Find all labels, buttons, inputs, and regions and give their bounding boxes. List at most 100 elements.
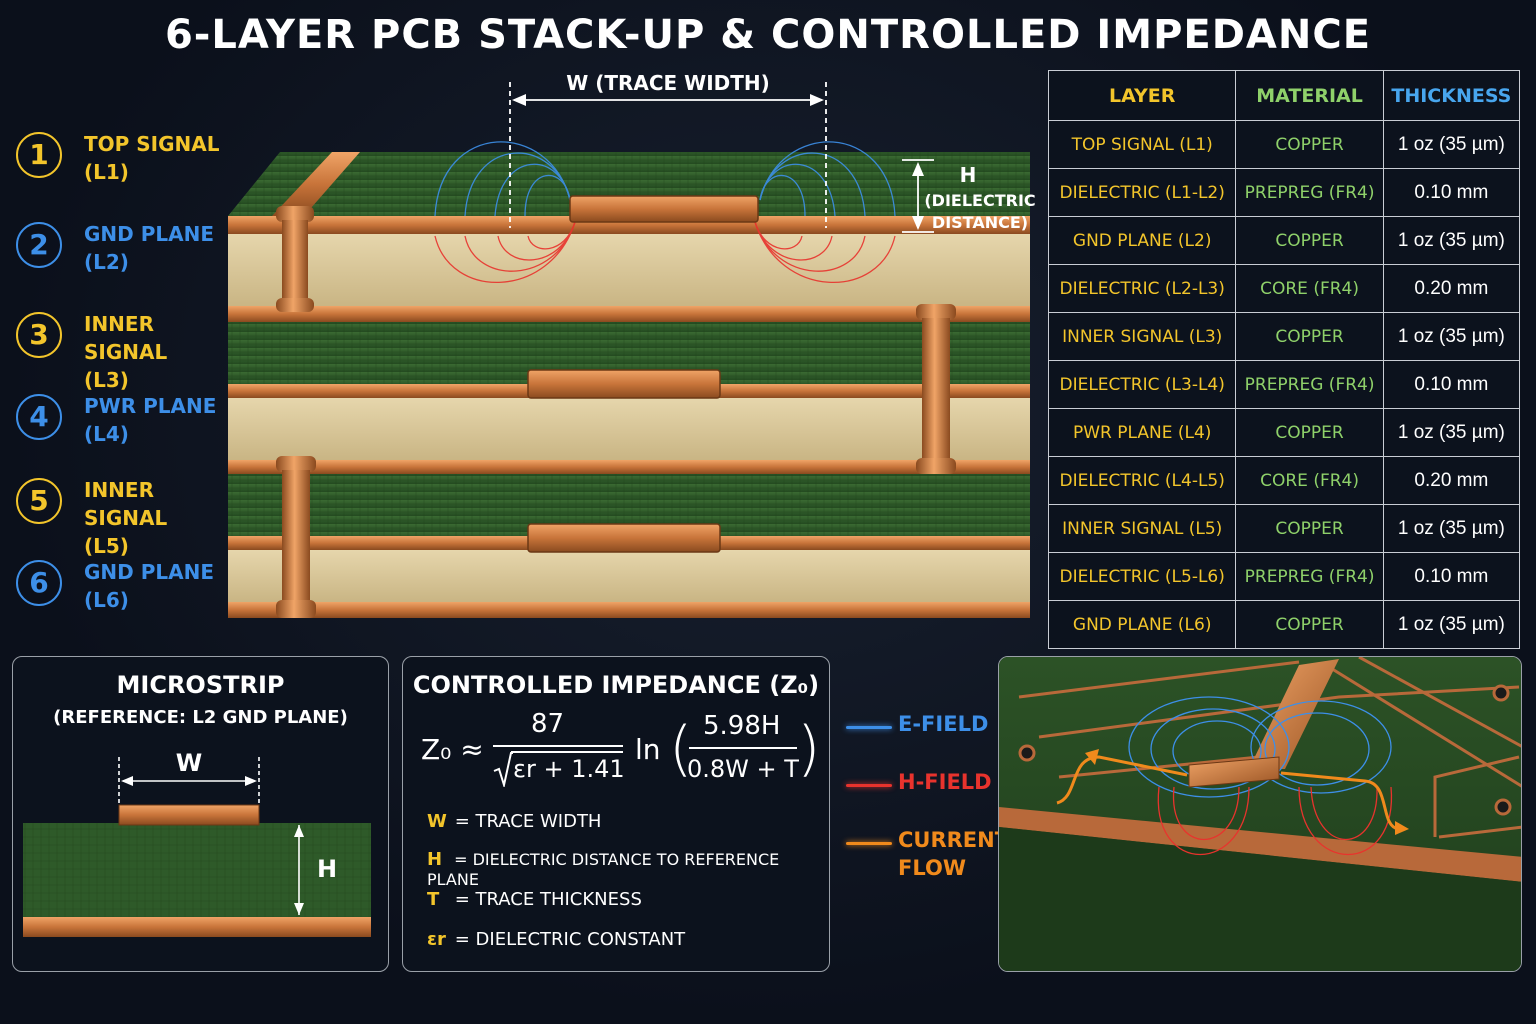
ground-plane (23, 917, 371, 937)
legend-label: INNER SIGNAL (84, 312, 168, 364)
legend-num: 6 (16, 560, 62, 606)
cell-thickness: 0.10 mm (1382, 552, 1521, 601)
legend-sub: (L2) (84, 250, 129, 274)
current-swatch (846, 842, 892, 845)
legend-sub: (L6) (84, 588, 129, 612)
cell-layer: PWR PLANE (L4) (1047, 408, 1237, 457)
cell-layer: DIELECTRIC (L5-L6) (1047, 552, 1237, 601)
cell-material: CORE (FR4) (1235, 264, 1384, 313)
cell-thickness: 1 oz (35 µm) (1382, 408, 1521, 457)
var-desc: = DIELECTRIC DISTANCE TO REFERENCE PLANE (427, 850, 780, 889)
board-side (999, 827, 1521, 971)
legend-sub: (L4) (84, 422, 129, 446)
legend-sub: (L5) (84, 534, 129, 558)
via-cap (276, 206, 314, 222)
arrow-left (121, 776, 133, 786)
var-desc: = DIELECTRIC CONSTANT (454, 929, 686, 950)
via-cap (276, 298, 314, 312)
cell-layer: INNER SIGNAL (L5) (1047, 504, 1237, 553)
cell-material: PREPREG (FR4) (1235, 168, 1384, 217)
microstrip-diagram: W H (23, 749, 371, 937)
copper-l4 (228, 460, 1030, 474)
microstrip-w-dim (118, 757, 300, 915)
h-sub2: DISTANCE) (932, 213, 1028, 232)
via-1 (282, 220, 308, 306)
legend-item-l5: 5 INNER SIGNAL (L5) (14, 474, 224, 558)
cell-thickness: 0.10 mm (1382, 360, 1521, 409)
z0-label: Z₀ ≈ (421, 733, 484, 766)
var-desc: = TRACE WIDTH (454, 811, 602, 832)
header-thickness: THICKNESS (1382, 70, 1521, 121)
cell-thickness: 1 oz (35 µm) (1382, 600, 1521, 649)
legend-item-l3: 3 INNER SIGNAL (L3) (14, 308, 224, 392)
cell-material: COPPER (1235, 120, 1384, 169)
board-illustration (998, 656, 1522, 972)
cell-material: COPPER (1235, 408, 1384, 457)
legend-sub: (L3) (84, 368, 129, 392)
var-symbol: W (427, 811, 447, 832)
cell-thickness: 1 oz (35 µm) (1382, 504, 1521, 553)
board-edge (999, 807, 1521, 882)
current-label: CURRENT (898, 828, 1010, 852)
legend-num: 2 (16, 222, 62, 268)
legend-label: TOP SIGNAL (84, 132, 220, 156)
e-field-lines (434, 141, 896, 217)
stackup-table: LAYER MATERIAL THICKNESS TOP SIGNAL (L1)… (1047, 70, 1521, 649)
legend-num: 1 (16, 132, 62, 178)
cell-material: COPPER (1235, 600, 1384, 649)
via-cap (916, 304, 956, 320)
legend-label: INNER SIGNAL (84, 478, 168, 530)
arrow-up (294, 825, 304, 837)
table-row: DIELECTRIC (L4-L5)CORE (FR4)0.20 mm (1047, 456, 1521, 505)
copper-l6 (228, 602, 1030, 618)
fraction-bar (493, 745, 623, 747)
arrow-down (912, 216, 924, 230)
arrow-icon (1085, 749, 1099, 765)
var-symbol: T (427, 889, 440, 910)
sqrt-icon (493, 752, 513, 787)
legend-label: GND PLANE (84, 222, 214, 246)
denominator: εr + 1.41 (513, 755, 625, 783)
current-flow-left (1056, 755, 1188, 805)
table-row: DIELECTRIC (L2-L3)CORE (FR4)0.20 mm (1047, 264, 1521, 313)
var-row: H = DIELECTRIC DISTANCE TO REFERENCE PLA… (427, 849, 829, 889)
page-title: 6-LAYER PCB STACK-UP & CONTROLLED IMPEDA… (164, 12, 1372, 58)
cell-layer: DIELECTRIC (L3-L4) (1047, 360, 1237, 409)
h-sub1: (DIELECTRIC (924, 191, 1035, 210)
top-trace (272, 152, 360, 216)
numerator: 87 (531, 709, 565, 739)
w-dimension (509, 82, 827, 228)
ln-label: ln (635, 733, 661, 766)
impedance-title: CONTROLLED IMPEDANCE (Z₀) (412, 671, 820, 699)
frac-num: 5.98H (703, 711, 781, 741)
fraction-bar-2 (689, 747, 797, 749)
via-pad (1018, 744, 1036, 762)
arrow-down (294, 903, 304, 915)
table-row: DIELECTRIC (L3-L4)PREPREG (FR4)0.10 mm (1047, 360, 1521, 409)
var-row: W = TRACE WIDTH (427, 811, 601, 832)
legend-label: GND PLANE (84, 560, 214, 584)
frac-den: 0.8W + T (687, 755, 799, 783)
cell-material: COPPER (1235, 504, 1384, 553)
cell-layer: GND PLANE (L6) (1047, 600, 1237, 649)
top-surface (228, 152, 1030, 216)
via-pad (1492, 684, 1510, 702)
cell-material: PREPREG (FR4) (1235, 552, 1384, 601)
arrow-left (512, 94, 526, 106)
legend-num: 4 (16, 394, 62, 440)
copper-l1 (228, 216, 1030, 234)
h-field-lines (434, 221, 896, 283)
e-field-label: E-FIELD (898, 712, 989, 736)
legend-num: 5 (16, 478, 62, 524)
via-pad (1494, 798, 1512, 816)
legend-item-l1: 1 TOP SIGNAL (L1) (14, 128, 224, 188)
current-label-2: FLOW (898, 856, 966, 880)
trace-3d (1249, 659, 1339, 769)
cell-layer: DIELECTRIC (L4-L5) (1047, 456, 1237, 505)
trace-l3 (527, 369, 721, 399)
h-label: H (960, 163, 977, 187)
